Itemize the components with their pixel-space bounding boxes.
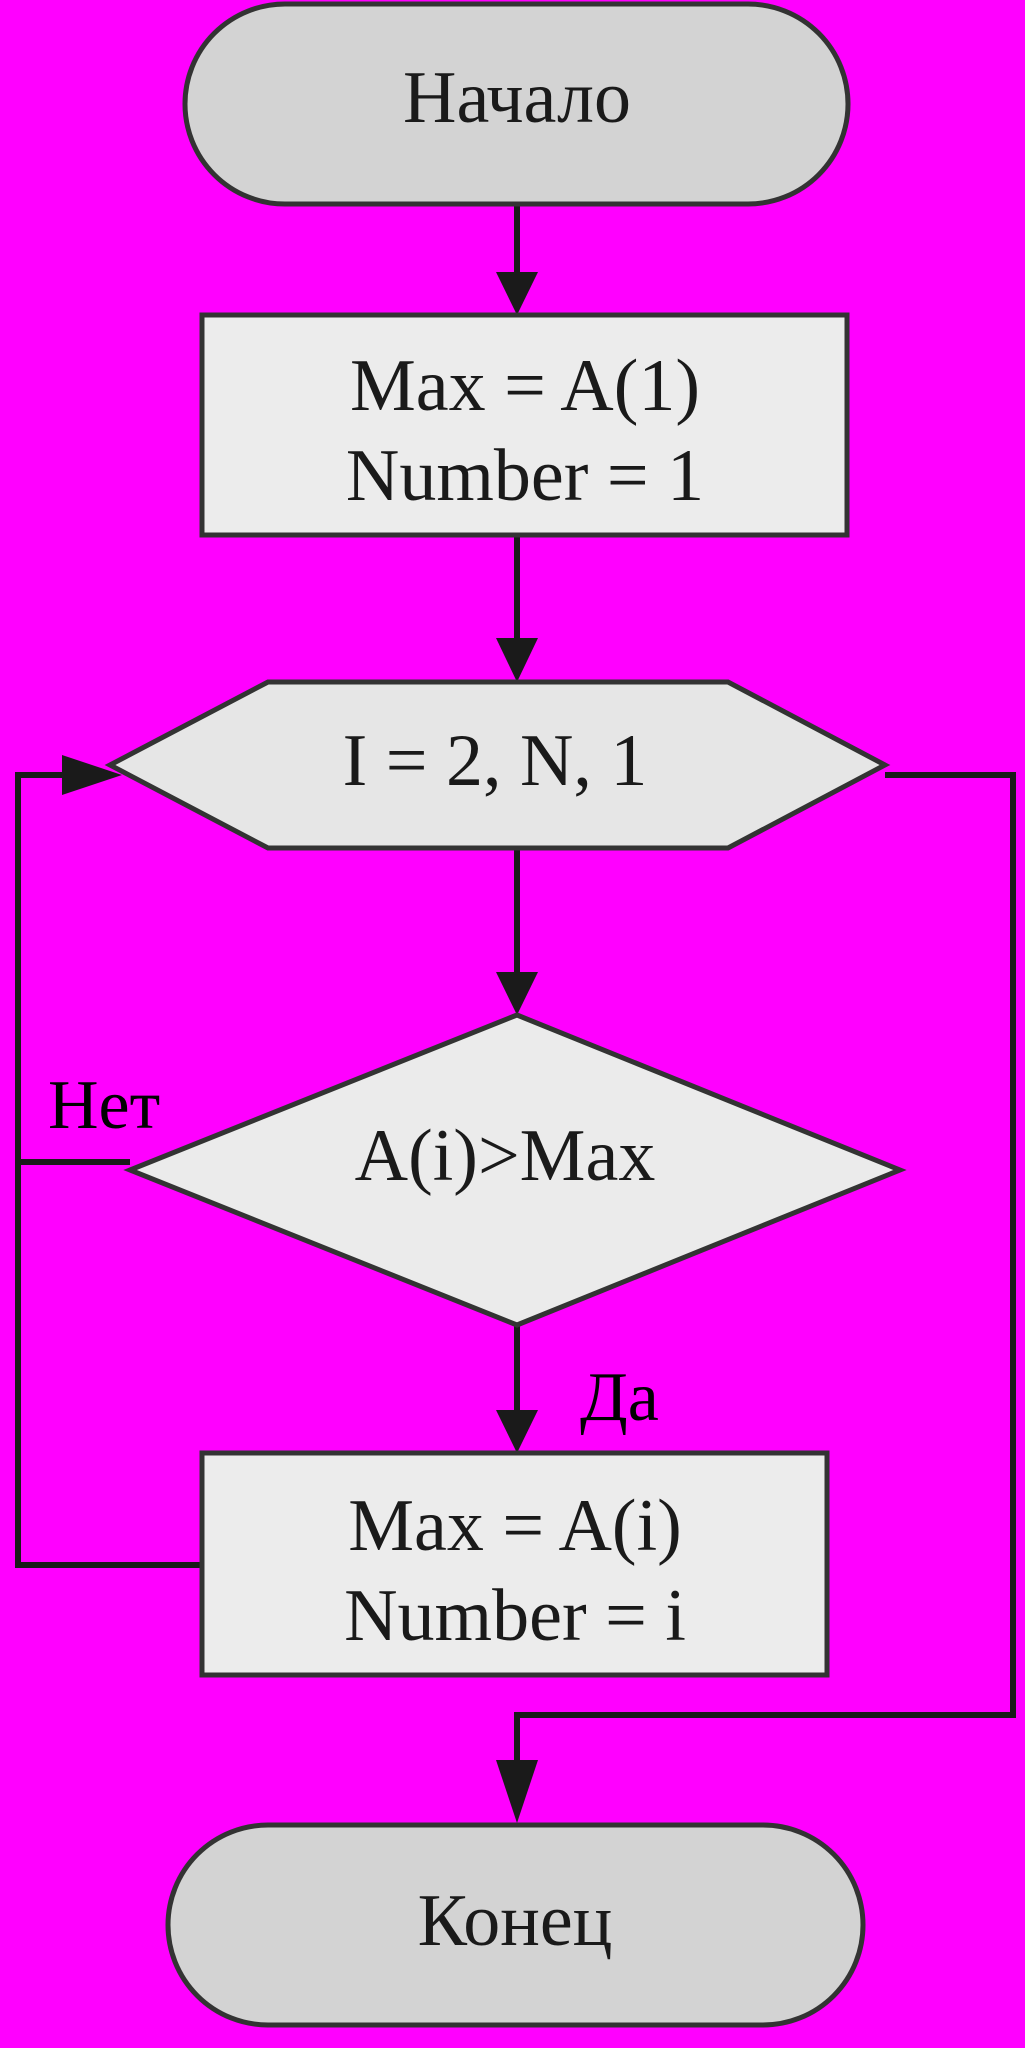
init-line2: Number = 1 — [346, 435, 704, 517]
update-line2: Number = i — [344, 1575, 686, 1657]
update-node: Max = A(i) Number = i — [199, 1450, 830, 1678]
loop-label: I = 2, N, 1 — [343, 720, 648, 802]
update-process-shape — [199, 1450, 830, 1678]
edge-no-return — [15, 772, 130, 1165]
arrowhead-condition — [496, 972, 538, 1015]
condition-node: A(i)>Max — [123, 1012, 907, 1328]
arrowhead-loop — [496, 638, 538, 682]
arrowheads — [62, 272, 538, 1823]
init-node: Max = A(1) Number = 1 — [199, 312, 850, 538]
loop-node: I = 2, N, 1 — [104, 679, 891, 851]
edge-update-return — [15, 1160, 202, 1568]
end-node: Конец — [165, 1822, 866, 2028]
arrowhead-update — [496, 1410, 538, 1453]
arrowhead-end — [496, 1760, 538, 1823]
branch-no-label: Нет — [48, 1067, 160, 1144]
loop-hexagon-shape — [104, 679, 891, 851]
init-process-shape — [199, 312, 850, 538]
start-label: Начало — [403, 57, 631, 139]
condition-diamond-shape — [123, 1012, 907, 1328]
end-terminal-shape — [165, 1822, 866, 2028]
arrowhead-loop-return — [62, 755, 122, 795]
arrowhead-init — [496, 272, 538, 315]
connectors — [15, 205, 1016, 1770]
update-line1: Max = A(i) — [348, 1485, 682, 1567]
end-label: Конец — [418, 1880, 613, 1962]
start-terminal-shape — [182, 1, 851, 207]
edge-loop-exit — [514, 772, 1016, 1770]
condition-label: A(i)>Max — [355, 1115, 656, 1197]
branch-yes-label: Да — [580, 1359, 659, 1436]
init-line1: Max = A(1) — [350, 345, 700, 427]
start-node: Начало — [182, 1, 851, 207]
